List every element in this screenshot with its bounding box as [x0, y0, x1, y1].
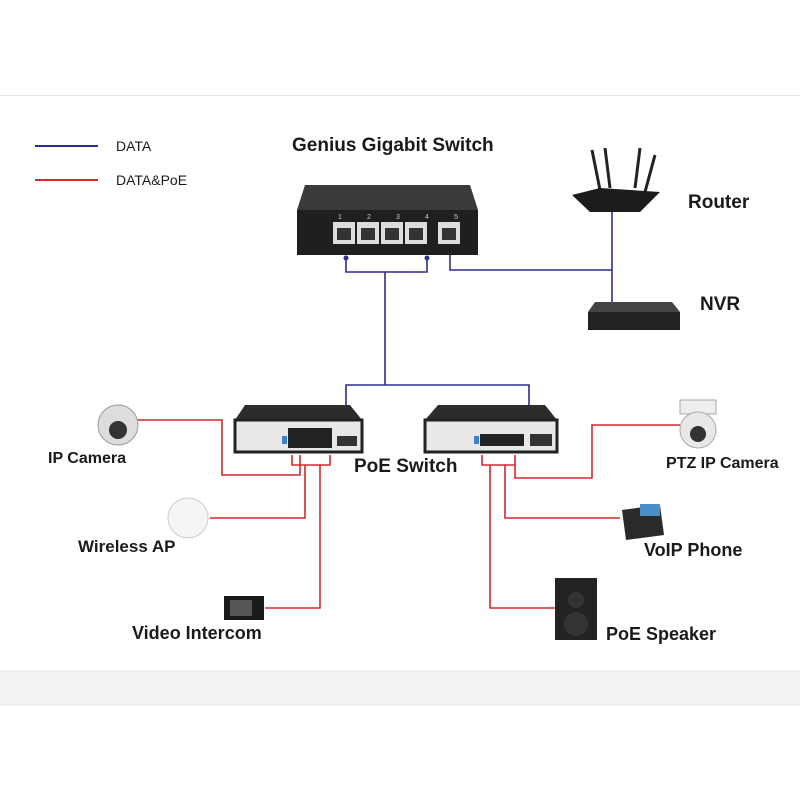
core-switch-label: Genius Gigabit Switch — [292, 135, 494, 156]
legend-data-label: DATA — [116, 138, 152, 154]
voip-phone-device — [622, 504, 664, 540]
ptz-camera-device — [679, 399, 717, 449]
data-links — [345, 212, 613, 405]
port-number: 1 — [338, 214, 342, 221]
footer-band — [0, 670, 800, 706]
poe-links — [135, 419, 680, 609]
poe-speaker-label: PoE Speaker — [606, 624, 717, 644]
poe-speaker-device — [555, 578, 597, 640]
ptz-camera-label: PTZ IP Camera — [666, 455, 779, 472]
nvr-label: NVR — [700, 294, 741, 315]
poe-switch-label: PoE Switch — [354, 456, 458, 477]
video-intercom-device — [224, 596, 264, 620]
core-switch-port-numbers: 1 2 3 4 5 — [338, 214, 458, 221]
video-intercom-label: Video Intercom — [132, 623, 262, 643]
port-number: 3 — [396, 214, 400, 221]
voip-phone-label: VoIP Phone — [644, 540, 743, 560]
poe-switch-left-device — [233, 405, 364, 454]
legend-poe-label: DATA&PoE — [116, 172, 188, 188]
nvr-device — [588, 302, 680, 330]
port-number: 5 — [454, 214, 458, 221]
poe-switch-right-device — [423, 405, 559, 454]
wireless-ap-label: Wireless AP — [78, 537, 176, 556]
wireless-ap-device — [167, 497, 209, 539]
router-label: Router — [688, 192, 750, 213]
port-number: 2 — [367, 214, 371, 221]
port-number: 4 — [425, 214, 429, 221]
core-switch-device — [297, 185, 478, 255]
ip-camera-label: IP Camera — [48, 450, 126, 467]
ip-camera-device — [97, 404, 139, 446]
router-device — [572, 147, 660, 212]
header-band — [0, 0, 800, 96]
